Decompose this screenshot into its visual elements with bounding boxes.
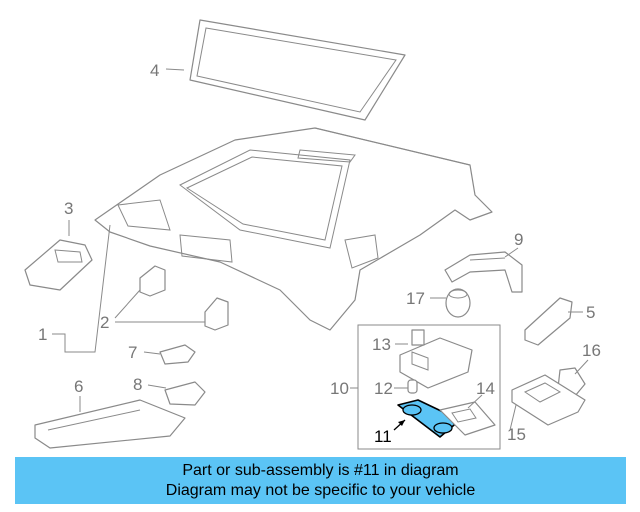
- part-17-button: [445, 288, 471, 318]
- part-8-cover: [164, 381, 206, 406]
- callout-8: 8: [133, 375, 142, 394]
- part-6-sun-visor: [34, 399, 186, 449]
- callout-2: 2: [100, 313, 109, 332]
- part-12-bulb: [407, 379, 418, 394]
- banner-line-2: Diagram may not be specific to your vehi…: [165, 482, 476, 499]
- callout-11: 11: [374, 427, 392, 446]
- leader-lines: [52, 68, 589, 431]
- banner-line-1: Part or sub-assembly is #11 in diagram: [182, 462, 459, 479]
- part-2-clips: [139, 265, 229, 331]
- part-10-group-box: [357, 324, 501, 450]
- part-13-console: [399, 329, 473, 389]
- callout-13: 13: [372, 335, 391, 354]
- callout-12: 12: [374, 379, 393, 398]
- part-9-grab-handle: [444, 251, 523, 293]
- callout-10: 10: [330, 379, 349, 398]
- info-banner: Part or sub-assembly is #11 in diagram D…: [15, 457, 626, 504]
- part-15-panel: [511, 374, 586, 426]
- part-5-bracket: [524, 297, 573, 346]
- callout-3: 3: [64, 199, 73, 218]
- callout-6: 6: [74, 377, 83, 396]
- part-7-lamp-housing: [159, 344, 196, 365]
- parts-diagram: 4 3 9 1 2 17 5 13 7 16 10 12 6 8 14 11 1…: [24, 19, 601, 450]
- callout-5: 5: [586, 303, 595, 322]
- callout-4: 4: [150, 61, 159, 80]
- part-3-lamp: [24, 239, 93, 291]
- callout-14: 14: [476, 379, 495, 398]
- part-4-sunroof-seal: [189, 19, 406, 121]
- part-14-lens: [439, 401, 496, 436]
- callout-9: 9: [514, 230, 523, 249]
- callout-17: 17: [406, 289, 425, 308]
- part-11-lens: [397, 399, 461, 438]
- callout-16: 16: [582, 341, 601, 360]
- callout-1: 1: [38, 325, 47, 344]
- callout-15: 15: [507, 425, 526, 444]
- callout-7: 7: [128, 343, 137, 362]
- headliner-panel: [94, 127, 493, 331]
